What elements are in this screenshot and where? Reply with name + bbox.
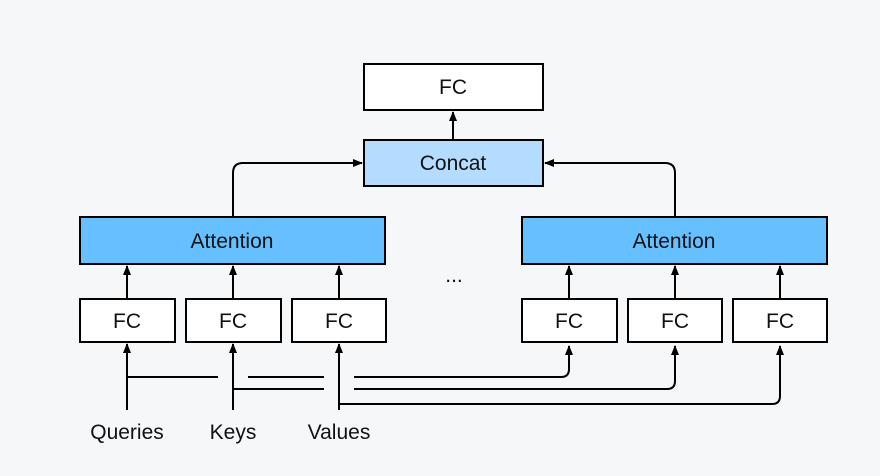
left-fc-node-keys: FC: [185, 298, 282, 343]
left-fc-label: FC: [113, 310, 141, 333]
left-fc-node-queries: FC: [79, 298, 176, 343]
output-fc-node: FC: [363, 63, 544, 111]
attention-right-to-concat-edge: [544, 159, 676, 217]
right-fc-node-queries: FC: [521, 298, 618, 343]
concat-node: Concat: [363, 139, 544, 187]
attention-left-to-concat-edge: [232, 159, 363, 217]
concat-label: Concat: [420, 152, 487, 175]
right-fc-node-values: FC: [732, 298, 828, 343]
right-fc-label: FC: [555, 310, 583, 333]
attention-left-label: Attention: [191, 230, 274, 253]
right-fc-label: FC: [661, 310, 689, 333]
right-fc-label: FC: [766, 310, 794, 333]
output-fc-label: FC: [439, 76, 467, 99]
queries-route-edge: [127, 346, 569, 378]
attention-right-label: Attention: [633, 230, 716, 253]
left-fc-label: FC: [325, 310, 353, 333]
right-fc-node-keys: FC: [627, 298, 723, 343]
attention-left-node: Attention: [79, 216, 386, 265]
left-fc-node-values: FC: [291, 298, 387, 343]
left-fc-label: FC: [219, 310, 247, 333]
values-route-edge: [339, 345, 784, 405]
queries-label: Queries: [90, 421, 164, 444]
values-label: Values: [308, 421, 371, 444]
keys-label: Keys: [210, 421, 257, 444]
keys-route-edge: [233, 346, 675, 390]
ellipsis: ...: [445, 264, 463, 287]
attention-right-node: Attention: [521, 216, 828, 265]
